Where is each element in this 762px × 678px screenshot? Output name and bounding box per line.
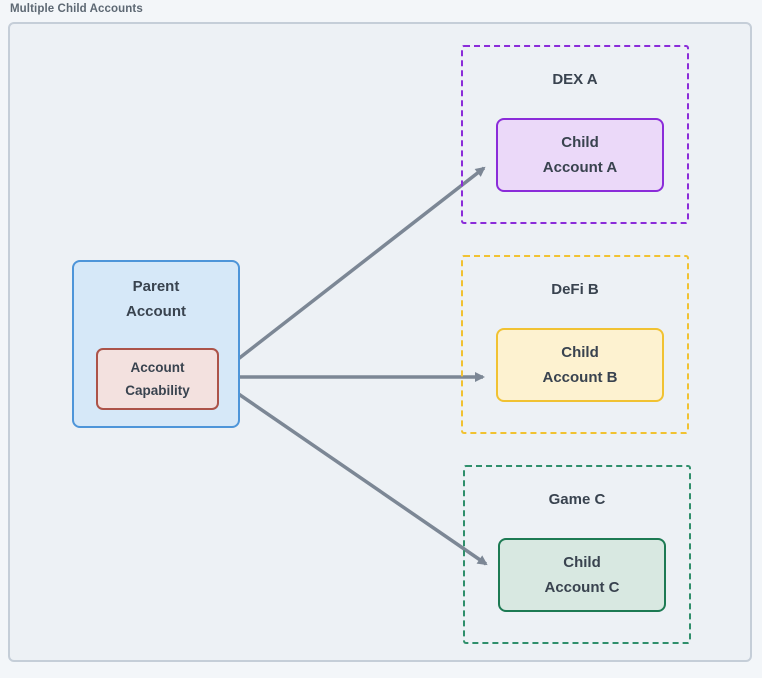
- arrow-capability-to-child-c: [223, 382, 488, 566]
- group-dex-a: DEX A Child Account A: [461, 45, 689, 224]
- group-dex-a-label: DEX A: [552, 71, 598, 88]
- child-account-b-node: Child Account B: [496, 328, 664, 402]
- parent-account-label: Parent Account: [126, 278, 186, 320]
- child-account-b-label: Child Account B: [542, 344, 618, 386]
- group-game-c-label: Game C: [548, 491, 606, 508]
- diagram-canvas: Parent Account Account Capability DEX A …: [8, 22, 752, 662]
- child-account-c-node: Child Account C: [498, 538, 666, 612]
- diagram-title: Multiple Child Accounts: [10, 3, 143, 15]
- group-game-c: Game C Child Account C: [463, 465, 691, 644]
- child-account-a-node: Child Account A: [496, 118, 664, 192]
- parent-account-node: Parent Account Account Capability: [72, 260, 240, 428]
- child-account-a-label: Child Account A: [542, 134, 618, 176]
- child-account-c-label: Child Account C: [544, 554, 620, 596]
- account-capability-label: Account Capability: [125, 360, 190, 398]
- group-defi-b: DeFi B Child Account B: [461, 255, 689, 434]
- account-capability-node: Account Capability: [96, 348, 219, 410]
- group-defi-b-label: DeFi B: [551, 281, 599, 298]
- arrow-capability-to-child-a: [222, 166, 486, 372]
